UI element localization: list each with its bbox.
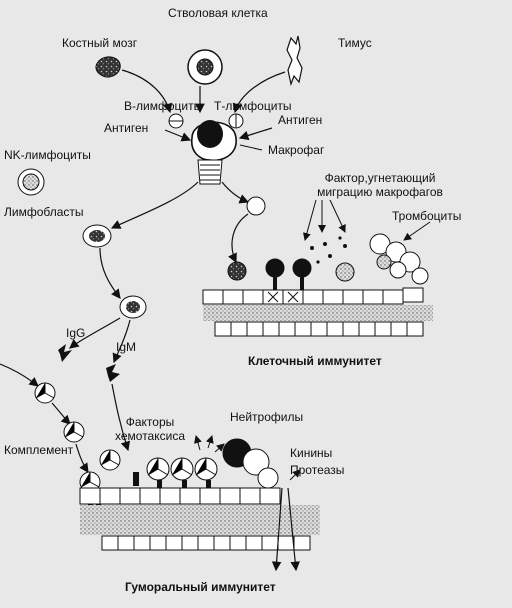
thrombocytes-label: Тромбоциты [392,209,462,223]
complement-cell-1 [34,382,56,404]
mif-label: Фактор,угнетающий миграцию макрофагов [300,171,460,199]
chemotaxis-label-line1: Факторы [125,415,175,429]
kinins-label: Кинины [290,446,333,460]
lymphoblasts-label: Лимфобласты [4,205,84,219]
stem-cell [187,49,223,85]
thymus-label: Тимус [338,36,372,50]
complement-label: Комплемент [4,443,74,457]
humoral-immunity-tissue [79,435,320,572]
neutrophils-label: Нейтрофилы [230,410,304,424]
t-lymphocytes-label: Т-лимфоциты [214,99,292,113]
antigen-left-label: Антиген [104,121,149,135]
igm-label: IgM [116,340,137,354]
nk-lymphocytes-label: NK-лимфоциты [4,148,91,162]
mif-label-line1: Фактор,угнетающий [324,171,436,185]
thymus-icon [286,35,303,87]
proteases-label: Протеазы [290,463,345,477]
igg-molecule [58,344,72,362]
complement-cell-2 [63,421,85,443]
nk-lymphocyte [17,168,45,196]
stem-cell-label: Стволовая клетка [168,6,268,20]
humoral-immunity-label: Гуморальный иммунитет [125,580,276,594]
t-lymphocyte [228,113,244,129]
mif-label-line2: миграцию макрофагов [317,185,443,199]
antigen-right-label: Антиген [278,113,323,127]
b-lymphocyte [168,113,184,129]
cellular-immunity-tissue [202,199,433,337]
sensitized-t-cell [246,196,266,216]
plasma-cell [119,295,147,319]
chemotaxis-label: Факторы хемотаксиса [110,415,190,443]
chemotaxis-label-line2: хемотаксиса [115,429,185,443]
b-lymphocytes-label: В-лимфоциты [124,99,203,113]
macrophage-cell [190,120,237,185]
igm-molecule [106,364,120,382]
cellular-immunity-label: Клеточный иммунитет [248,354,382,368]
lymphoblast [82,224,112,248]
macrophage-label: Макрофаг [268,143,325,157]
bone-marrow-icon [95,56,121,78]
bone-marrow-label: Костный мозг [62,36,138,50]
igg-label: IgG [66,326,86,340]
